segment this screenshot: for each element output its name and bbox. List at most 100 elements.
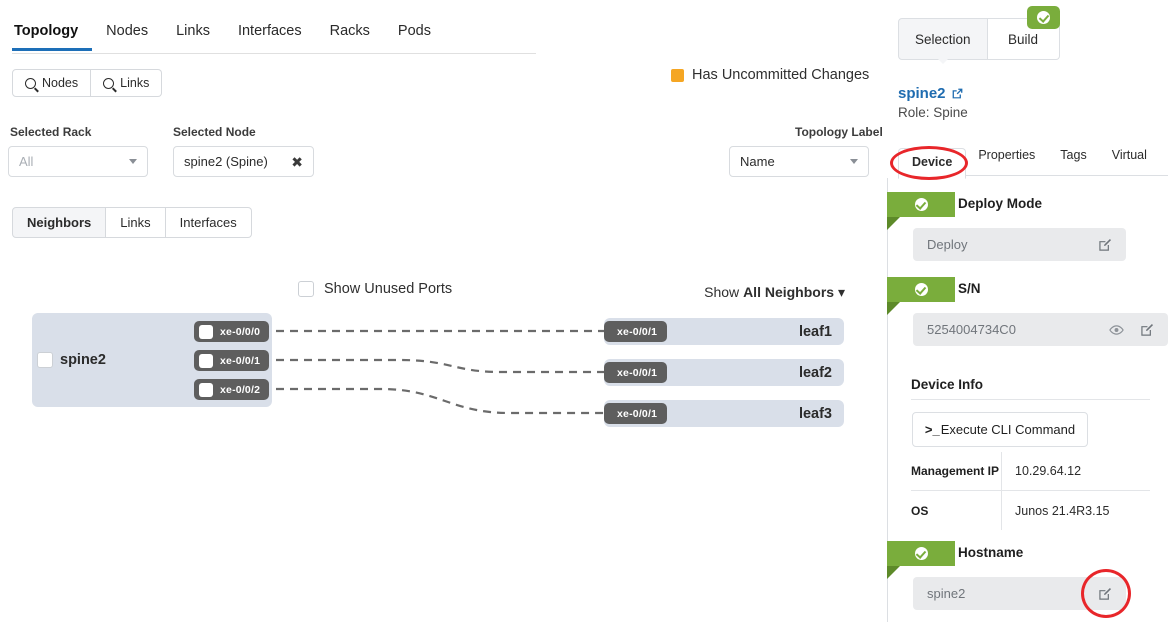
tab-properties[interactable]: Properties [978,148,1036,162]
view-tab-links[interactable]: Links [106,207,166,238]
node-label-leaf1: leaf1 [798,324,832,340]
port-label: xe-0/0/1 [220,354,261,367]
port-checkbox-icon[interactable] [199,324,213,339]
view-tab-interfaces[interactable]: Interfaces [165,207,252,238]
check-circle-icon [914,198,928,211]
node-checkbox-spine2[interactable] [37,352,53,368]
port-pill-xe-0-0-0[interactable]: xe-0/0/0 [194,321,270,342]
tab-virtual[interactable]: Virtual [1111,148,1147,162]
topology-label-select[interactable]: Name [729,146,869,177]
selected-node-select[interactable]: spine2 (Spine) ✖ [173,146,314,177]
chevron-down-icon [850,159,858,164]
clear-node-icon[interactable]: ✖ [291,153,303,170]
panel-detail-tabs: Device Properties Tags Virtual [898,148,1168,179]
device-info-title: Device Info [911,377,984,392]
search-icon [25,77,36,89]
device-info-key: Management IP [911,464,1000,478]
execute-cli-command-button[interactable]: >_Execute CLI Command [912,412,1088,447]
hostname-actions [1098,587,1126,601]
topology-left-pane: Topology Nodes Links Interfaces Racks Po… [0,0,886,622]
port-checkbox-icon[interactable] [199,382,213,397]
port-pill-xe-0-0-1[interactable]: xe-0/0/1 [194,350,270,371]
tab-interfaces[interactable]: Interfaces [237,23,302,39]
selected-rack-value: All [19,154,34,169]
deploy-mode-title: Deploy Mode [958,196,1043,211]
legend-color-swatch [671,68,684,82]
show-neighbors-prefix: Show [704,284,744,300]
legend-label: Has Uncommitted Changes [692,67,870,83]
search-button-group: Nodes Links [12,69,163,97]
serial-number-actions [1109,323,1168,337]
panel-node-name: spine2 [898,85,946,102]
tab-tags[interactable]: Tags [1060,148,1087,162]
tab-selection[interactable]: Selection [898,18,988,64]
hostname-value: spine2 [927,586,966,601]
tab-pods[interactable]: Pods [397,23,431,39]
topology-label-value: Name [740,154,775,169]
port-pill-leaf1[interactable]: xe-0/0/1 [604,321,668,342]
show-neighbors-value: All Neighbors [743,284,835,300]
port-checkbox-icon[interactable] [199,353,213,368]
panel-node-title[interactable]: spine2 [898,85,964,102]
node-label-leaf3: leaf3 [798,406,832,422]
edit-icon[interactable] [1140,323,1154,337]
selection-panel: Selection Build [887,0,1168,622]
tab-nodes[interactable]: Nodes [106,23,149,39]
serial-number-field: 5254004734C0 [913,313,1168,346]
serial-number-title: S/N [958,281,981,296]
view-tab-neighbors[interactable]: Neighbors [12,207,107,238]
serial-number-value: 5254004734C0 [927,322,1016,337]
panel-divider [887,178,888,622]
show-neighbors-dropdown[interactable]: Show All Neighbors ▾ [704,284,845,301]
checkbox-icon [298,281,314,297]
device-info-value: 10.29.64.12 [1015,464,1082,478]
search-nodes-button[interactable]: Nodes [12,69,92,97]
main-tab-bar: Topology Nodes Links Interfaces Racks Po… [12,22,536,54]
panel-mode-tabs: Selection Build [898,18,1060,64]
node-label-spine2: spine2 [60,352,106,368]
port-pill-leaf2[interactable]: xe-0/0/1 [604,362,668,383]
hostname-title: Hostname [958,545,1024,560]
selected-node-label: Selected Node [173,125,256,139]
tab-device[interactable]: Device [898,148,967,179]
port-label: xe-0/0/1 [617,407,658,420]
port-label: xe-0/0/1 [617,366,658,379]
device-info-divider [911,399,1150,400]
search-links-button[interactable]: Links [91,69,163,97]
device-info-value: Junos 21.4R3.15 [1015,503,1110,518]
tab-links[interactable]: Links [176,23,210,39]
search-icon [103,77,115,89]
show-unused-ports-checkbox[interactable]: Show Unused Ports [298,281,452,297]
topology-label-label: Topology Label [795,125,883,139]
legend-uncommitted-changes: Has Uncommitted Changes [671,67,869,83]
selected-rack-select[interactable]: All [8,146,148,177]
port-pill-leaf3[interactable]: xe-0/0/1 [604,403,668,424]
tab-topology[interactable]: Topology [12,22,92,51]
device-info-row-management-ip: Management IP 10.29.64.12 [911,452,1150,491]
device-info-row-os: OS Junos 21.4R3.15 [911,491,1150,530]
build-status-badge [1027,6,1060,29]
deploy-mode-field: Deploy [913,228,1126,261]
edit-icon[interactable] [1098,587,1112,601]
search-links-label: Links [120,76,150,90]
eye-icon[interactable] [1109,324,1124,335]
device-info-key: OS [911,503,929,518]
check-circle-icon [914,547,928,560]
terminal-icon: >_ [924,422,940,437]
deploy-mode-status-ribbon [887,192,955,230]
port-pill-xe-0-0-2[interactable]: xe-0/0/2 [194,379,270,400]
external-link-icon[interactable] [951,87,964,100]
port-label: xe-0/0/0 [220,325,261,338]
chevron-down-icon [129,159,137,164]
link-spine2-leaf3 [276,387,604,415]
hostname-status-ribbon [887,541,955,579]
port-label: xe-0/0/2 [220,383,261,396]
edit-icon[interactable] [1098,238,1112,252]
port-label: xe-0/0/1 [617,325,658,338]
show-unused-ports-label: Show Unused Ports [324,281,453,297]
tab-racks[interactable]: Racks [329,23,370,39]
panel-node-role: Role: Spine [898,105,968,120]
selected-node-value: spine2 (Spine) [184,154,268,169]
hostname-field: spine2 [913,577,1126,610]
